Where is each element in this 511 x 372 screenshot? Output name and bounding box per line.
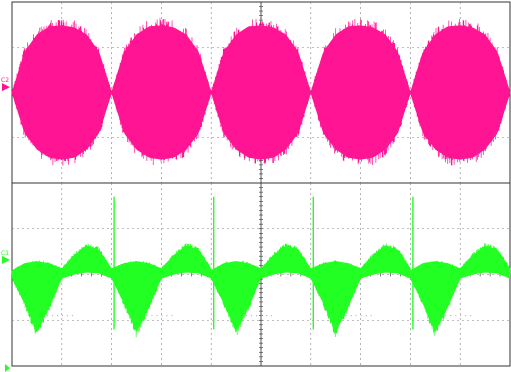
ch1-marker-label: C1 (1, 250, 9, 257)
ch2-marker-label: C2 (1, 77, 9, 84)
ch2-marker-icon (2, 83, 10, 92)
channel-1-trace (11, 196, 511, 338)
channel-2-trace (11, 18, 511, 166)
ch1-waveform (11, 243, 511, 338)
ch1-marker-icon (2, 255, 10, 264)
trigger-marker-icon (5, 364, 10, 372)
ch2-waveform (11, 18, 511, 166)
